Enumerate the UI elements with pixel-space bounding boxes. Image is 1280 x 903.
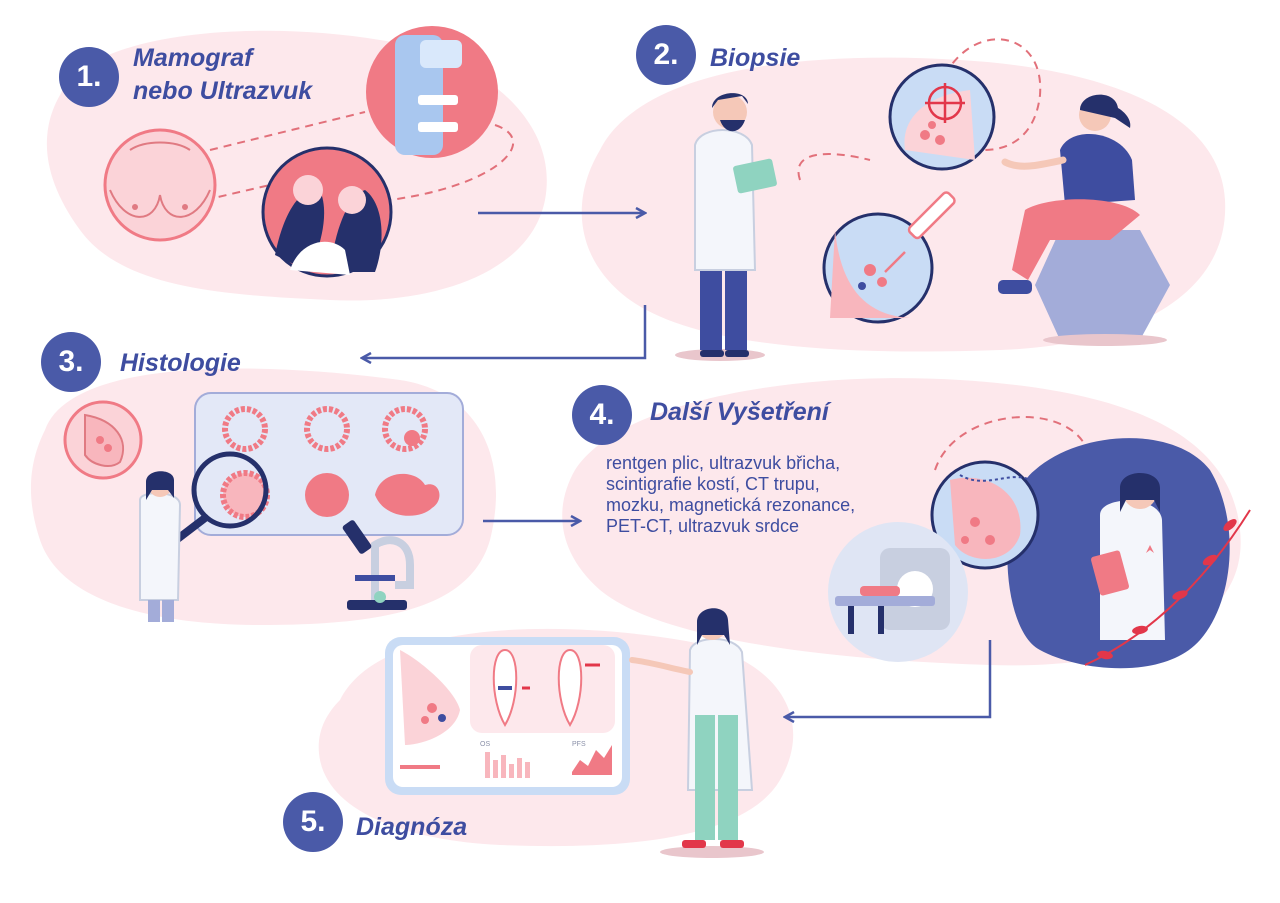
doctor-navy-blob [1007, 438, 1230, 669]
step4-title: Další Vyšetření [650, 398, 829, 426]
arrow-step2-to-step3 [362, 305, 647, 358]
step1-title-line2: nebo Ultrazvuk [133, 77, 313, 105]
histology-slide-panel [194, 392, 464, 536]
biopsy-syringe-icon [822, 191, 956, 324]
exam-line: scintigrafie kostí, CT trupu, [606, 474, 820, 494]
patient-sitting [998, 94, 1170, 346]
decorative-branch [1084, 509, 1251, 666]
breast-cross-section-circle [63, 400, 143, 480]
flow-arrows [362, 213, 992, 717]
microscope-icon [342, 520, 414, 610]
magnifier-scientist [139, 451, 269, 622]
doctor-with-clipboard [675, 93, 777, 361]
exam-line: rentgen plic, ultrazvuk břicha, [606, 453, 841, 473]
exam-line: PET-CT, ultrazvuk srdce [606, 516, 800, 536]
arrow-step4-to-step5 [785, 640, 992, 717]
dashed-connectors [204, 38, 1086, 471]
board-chart-left-label: OS [480, 741, 490, 748]
lymph-node-circle [930, 460, 1040, 570]
target-scope-circle [888, 63, 996, 171]
exam-line: mozku, magnetická rezonance, [606, 495, 856, 515]
board-chart-right-label: PFS [572, 741, 586, 748]
presenting-doctor [629, 608, 764, 858]
step1-number-badge: 1. [59, 47, 119, 107]
step2-title: Biopsie [710, 44, 801, 72]
patients-embrace-circle [261, 146, 393, 278]
breast-sketch-circle [103, 128, 217, 242]
mri-scanner-icon [828, 522, 968, 662]
step1-title-line1: Mamograf [133, 44, 253, 72]
mammography-icon [366, 26, 498, 158]
step3-number-badge: 3. [41, 332, 101, 392]
step5-number-badge: 5. [283, 792, 343, 852]
additional-exams-list: rentgen plic, ultrazvuk břicha, scintigr… [606, 453, 906, 537]
step2-number-badge: 2. [636, 25, 696, 85]
step5-title: Diagnóza [356, 813, 468, 841]
step3-title: Histologie [120, 349, 241, 377]
diagnosis-board-icon [385, 637, 630, 795]
step1-title: Mamograf nebo Ultrazvuk [133, 42, 312, 108]
step4-number-badge: 4. [572, 385, 632, 445]
